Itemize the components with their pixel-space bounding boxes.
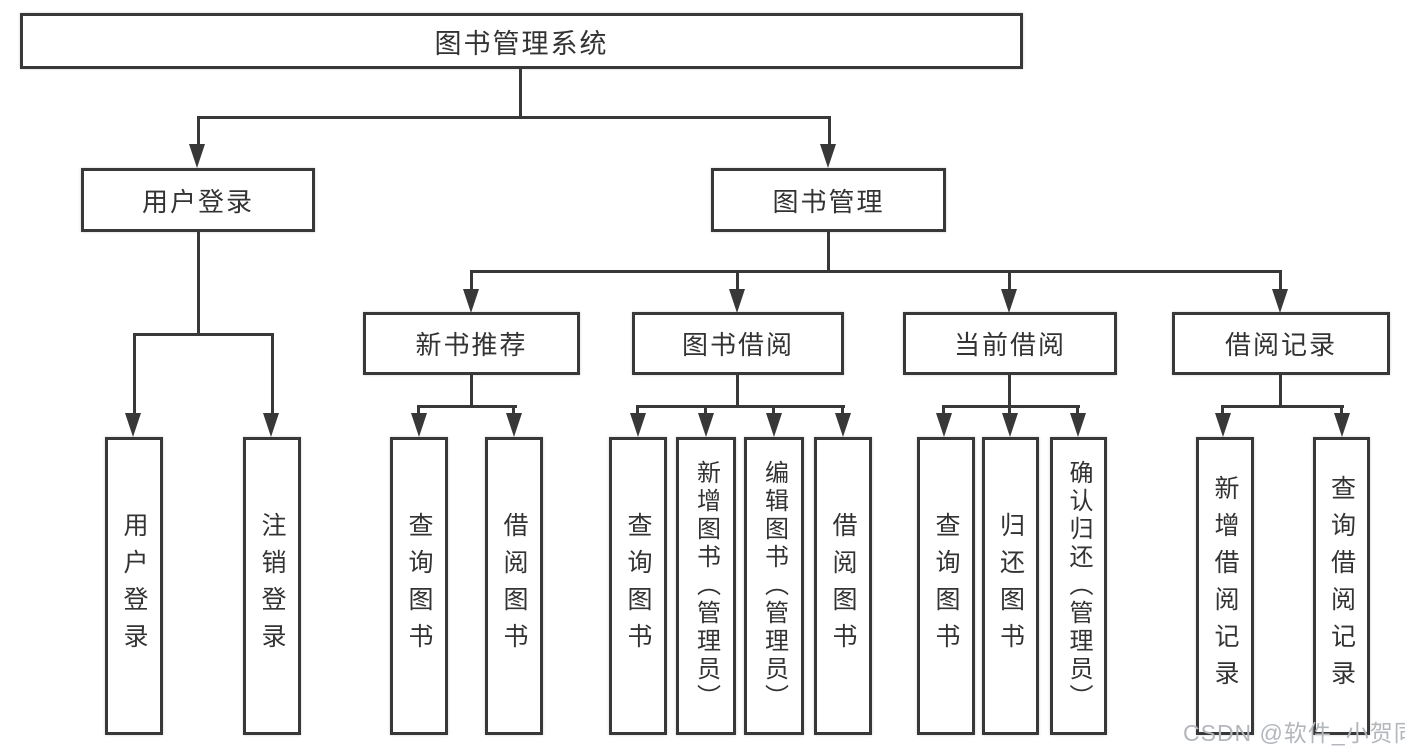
connector-line: [841, 405, 844, 415]
arrow-down-icon: [1001, 289, 1017, 313]
arrow-down-icon: [125, 413, 141, 437]
connector-line: [1008, 270, 1011, 290]
connector-line: [1279, 270, 1282, 290]
arrow-down-icon: [1070, 413, 1086, 437]
leaf-logout-login: 注销登录: [243, 437, 301, 735]
arrow-down-icon: [411, 413, 427, 437]
connector-line: [1221, 405, 1224, 415]
leaf-edit-book-admin: 编辑图书（管理员）: [744, 437, 804, 735]
leaf-query-book-recommend: 查询图书: [390, 437, 448, 735]
connector-line: [827, 232, 830, 272]
connector-line: [736, 375, 739, 408]
connector-line: [942, 405, 945, 415]
arrow-down-icon: [1272, 289, 1288, 313]
arrow-down-icon: [1002, 413, 1018, 437]
arrow-down-icon: [729, 289, 745, 313]
arrow-down-icon: [463, 289, 479, 313]
arrow-down-icon: [936, 413, 952, 437]
connector-line: [704, 405, 707, 415]
arrow-down-icon: [1215, 413, 1231, 437]
connector-line: [736, 270, 739, 290]
arrow-down-icon: [766, 413, 782, 437]
connector-line: [828, 116, 831, 146]
connector-line: [636, 405, 639, 415]
arrow-down-icon: [1334, 413, 1350, 437]
leaf-confirm-return-admin: 确认归还（管理员）: [1050, 437, 1107, 735]
node-current-borrow: 当前借阅: [903, 312, 1117, 375]
node-book-borrow: 图书借阅: [632, 312, 844, 375]
arrow-down-icon: [263, 413, 279, 437]
connector-line: [636, 405, 845, 408]
leaf-return-book: 归还图书: [982, 437, 1039, 735]
connector-line: [1076, 405, 1079, 415]
arrow-down-icon: [820, 144, 836, 168]
connector-line: [197, 116, 200, 146]
node-borrow-record: 借阅记录: [1172, 312, 1390, 375]
arrow-down-icon: [698, 413, 714, 437]
connector-line: [1279, 375, 1282, 408]
connector-line: [519, 69, 522, 118]
leaf-user-login: 用户登录: [105, 437, 163, 735]
connector-line: [417, 405, 420, 415]
leaf-query-borrow-record: 查询借阅记录: [1313, 437, 1370, 735]
connector-line: [1340, 405, 1343, 415]
leaf-query-book-current: 查询图书: [917, 437, 975, 735]
connector-line: [1008, 375, 1011, 408]
watermark: CSDN @软件_小贺同学: [1183, 720, 1405, 746]
leaf-borrow-book-recommend: 借阅图书: [485, 437, 543, 735]
leaf-borrow-book: 借阅图书: [814, 437, 872, 735]
connector-line: [512, 405, 515, 415]
node-book-management: 图书管理: [711, 168, 946, 232]
connector-line: [1221, 405, 1344, 408]
connector-line: [470, 270, 473, 290]
leaf-add-book-admin: 新增图书（管理员）: [676, 437, 736, 735]
connector-line: [133, 333, 136, 415]
connector-line: [417, 405, 517, 408]
node-root: 图书管理系统: [20, 13, 1023, 69]
node-new-book-recommend: 新书推荐: [363, 312, 580, 375]
arrow-down-icon: [835, 413, 851, 437]
node-user-login: 用户登录: [81, 168, 315, 232]
arrow-down-icon: [630, 413, 646, 437]
connector-line: [197, 232, 200, 335]
leaf-query-book-borrow: 查询图书: [609, 437, 667, 735]
connector-line: [133, 333, 274, 336]
connector-line: [197, 116, 831, 119]
connector-line: [942, 405, 1080, 408]
connector-line: [470, 375, 473, 408]
connector-line: [271, 333, 274, 415]
connector-line: [772, 405, 775, 415]
arrow-down-icon: [189, 144, 205, 168]
connector-line: [1008, 405, 1011, 415]
arrow-down-icon: [506, 413, 522, 437]
leaf-add-borrow-record: 新增借阅记录: [1196, 437, 1254, 735]
connector-line: [470, 270, 1282, 273]
